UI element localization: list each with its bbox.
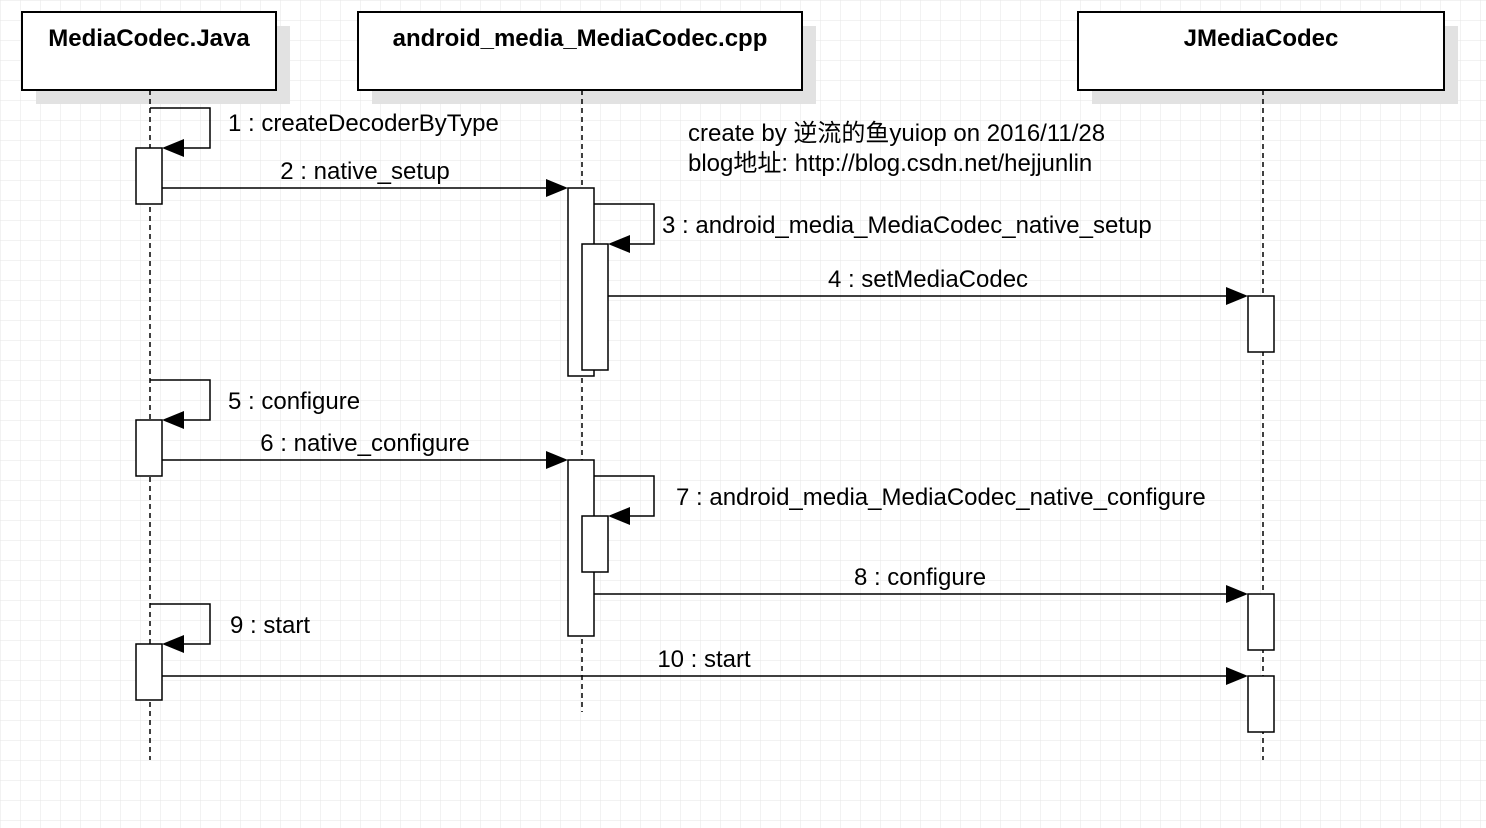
- message-1-create-decoder-by-type[interactable]: 1 : createDecoderByType: [150, 107, 499, 157]
- participant-title: JMediaCodec: [1184, 25, 1339, 52]
- message-label: 5 : configure: [228, 388, 360, 415]
- message-label: 4 : setMediaCodec: [828, 266, 1028, 293]
- activation-cpp-inner-1: [581, 243, 609, 371]
- activation-jmc-1: [1247, 295, 1275, 353]
- message-label: 8 : configure: [854, 564, 986, 591]
- arrowhead-icon: [162, 411, 184, 429]
- activation-jmc-3: [1247, 675, 1275, 733]
- arrowhead-icon: [608, 507, 630, 525]
- message-9-start[interactable]: 9 : start: [150, 603, 310, 653]
- message-6-native-configure[interactable]: 6 : native_configure: [162, 430, 568, 469]
- message-3-native-setup-impl[interactable]: 3 : android_media_MediaCodec_native_setu…: [594, 203, 1152, 253]
- participant-jmediacodec[interactable]: JMediaCodec: [1077, 11, 1458, 104]
- message-label: 3 : android_media_MediaCodec_native_setu…: [662, 212, 1152, 239]
- arrowhead-icon: [546, 451, 568, 469]
- arrowhead-icon: [546, 179, 568, 197]
- participant-title: android_media_MediaCodec.cpp: [393, 25, 768, 52]
- arrowhead-icon: [1226, 287, 1248, 305]
- activation-java-2: [135, 419, 163, 477]
- arrowhead-icon: [162, 139, 184, 157]
- arrowhead-icon: [1226, 585, 1248, 603]
- participant-title: MediaCodec.Java: [48, 25, 250, 52]
- message-label: 1 : createDecoderByType: [228, 110, 499, 137]
- message-arrow-line: [150, 379, 211, 421]
- message-label: 9 : start: [230, 612, 310, 639]
- activation-jmc-2: [1247, 593, 1275, 651]
- arrowhead-icon: [608, 235, 630, 253]
- activation-cpp-inner-2: [581, 515, 609, 573]
- message-10-start[interactable]: 10 : start: [162, 646, 1248, 685]
- note-line-1: create by 逆流的鱼yuiop on 2016/11/28: [688, 120, 1105, 147]
- participant-box: [1077, 11, 1445, 91]
- note-line-2: blog地址: http://blog.csdn.net/hejjunlin: [688, 150, 1092, 177]
- message-5-configure[interactable]: 5 : configure: [150, 379, 360, 429]
- activation-java-3: [135, 643, 163, 701]
- message-arrow-line: [594, 475, 655, 517]
- message-8-configure[interactable]: 8 : configure: [594, 564, 1248, 603]
- participant-android-media-mediacodec-cpp[interactable]: android_media_MediaCodec.cpp: [357, 11, 816, 104]
- message-label: 6 : native_configure: [260, 430, 469, 457]
- activation-java-1: [135, 147, 163, 205]
- message-arrow-line: [150, 107, 211, 149]
- message-7-native-configure-impl[interactable]: 7 : android_media_MediaCodec_native_conf…: [594, 475, 1206, 525]
- message-4-set-media-codec[interactable]: 4 : setMediaCodec: [608, 266, 1248, 305]
- author-note: create by 逆流的鱼yuiop on 2016/11/28 blog地址…: [688, 120, 1105, 177]
- message-arrow-line: [594, 203, 655, 245]
- arrowhead-icon: [1226, 667, 1248, 685]
- message-label: 10 : start: [657, 646, 751, 673]
- participant-box: [21, 11, 277, 91]
- message-label: 7 : android_media_MediaCodec_native_conf…: [676, 484, 1206, 511]
- participant-box: [357, 11, 803, 91]
- message-2-native-setup[interactable]: 2 : native_setup: [162, 158, 568, 197]
- arrowhead-icon: [162, 635, 184, 653]
- participant-mediacodec-java[interactable]: MediaCodec.Java: [21, 11, 290, 104]
- message-arrow-line: [150, 603, 211, 645]
- message-label: 2 : native_setup: [280, 158, 449, 185]
